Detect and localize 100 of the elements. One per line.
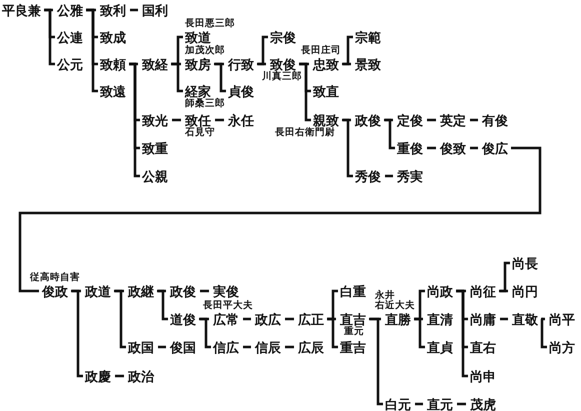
person-name: 俊政 [42,284,68,302]
person-name: 政俊 [170,284,196,302]
family-line [470,118,478,122]
person-name: 行致 [228,57,254,75]
family-line [285,318,294,320]
family-line [542,318,545,320]
person-name: 致遠 [100,84,126,102]
family-line [215,118,224,122]
person-name: 政俊 [355,113,381,131]
family-line [415,402,423,406]
family-line [427,146,436,150]
person-name: 尚政 [427,284,453,302]
family-line [258,62,266,66]
person-name: 永任 [228,113,254,131]
name-note: 重元 [344,327,364,337]
family-line [343,62,351,66]
person-name: 尚征 [470,284,496,302]
name-note: 川真三郎 [262,72,302,82]
person-name: 白元 [385,397,411,411]
family-line [200,290,209,292]
family-line [86,8,98,92]
family-line [129,62,140,178]
name-note: 長田平大夫 [203,301,253,311]
family-line [199,318,211,348]
person-name: 景致 [355,57,381,75]
person-name: 公雅 [57,3,83,21]
person-name: 政広 [255,312,281,330]
family-line [243,318,251,320]
person-name: 平良兼 [2,3,41,21]
name-note: 長田悪三郎 [185,19,235,29]
person-name: 致重 [142,141,168,159]
family-line [369,318,383,406]
family-line [456,290,468,378]
person-name: 茂虎 [470,397,496,411]
person-name: 実俊 [213,284,239,300]
family-line [299,62,311,122]
person-name: 致道 [185,30,211,46]
family-line [44,8,55,66]
person-name: 公親 [142,169,168,187]
person-name: 広常 [213,312,239,330]
person-name: 致経 [142,57,168,75]
family-line [385,174,393,178]
person-name: 政継 [128,284,154,302]
person-name: 秀俊 [355,169,381,187]
person-name: 英定 [440,113,466,131]
person-name: 道俊 [170,312,196,330]
family-line [327,318,338,348]
person-name: 尚庸 [470,312,496,330]
family-line [130,8,138,12]
family-line [384,118,395,150]
person-name: 尚長 [512,256,538,274]
person-name: 尚申 [470,369,496,387]
family-line [115,374,124,378]
person-name: 直元 [427,397,453,411]
person-name: 致房 [185,57,211,75]
family-line [342,36,353,66]
person-name: 俊致 [440,141,466,159]
person-name: 定俊 [397,113,423,131]
name-note: 永井 [375,291,395,301]
family-line [427,118,436,122]
family-line [243,346,251,348]
person-name: 広正 [298,312,324,330]
person-name: 有俊 [482,113,508,131]
person-name: 直右 [470,340,496,358]
family-line [285,346,294,348]
name-note: 長田庄司 [301,46,341,56]
family-line [171,62,183,92]
person-name: 宗俊 [270,30,296,48]
person-name: 致成 [100,30,126,48]
family-line [540,318,547,348]
person-name: 俊国 [170,340,196,358]
person-name: 致光 [142,113,168,131]
family-line [470,146,478,150]
family-line [500,290,508,292]
person-name: 宗範 [355,30,381,48]
person-name: 致頼 [100,57,126,75]
person-name: 致直 [313,84,339,102]
family-line [257,36,268,66]
name-note: 従高時自害 [30,273,80,283]
person-name: 政国 [128,340,154,358]
person-name: 貞俊 [228,84,254,102]
family-line [157,290,168,320]
person-name: 白重 [340,284,366,302]
person-name: 秀実 [397,169,423,187]
family-line [71,290,83,378]
person-name: 公元 [57,57,83,75]
name-note: 右近大夫 [375,301,415,311]
person-name: 公連 [57,30,83,48]
person-name: 尚平 [549,312,575,330]
person-name: 政道 [85,284,111,302]
person-name: 尚円 [512,284,538,302]
person-name: 国利 [142,3,168,21]
person-name: 忠致 [313,57,339,75]
family-line [342,118,353,178]
family-line [18,146,542,292]
family-line [114,290,126,348]
family-line [499,262,510,292]
person-name: 広辰 [298,340,324,358]
family-line [457,402,466,406]
person-name: 直貞 [427,340,453,358]
